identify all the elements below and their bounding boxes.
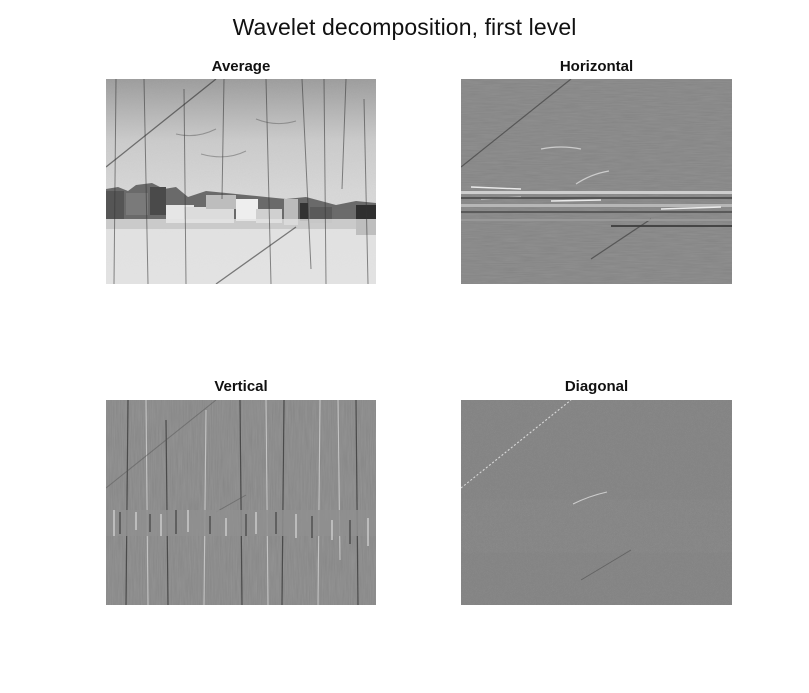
panel-title-diagonal: Diagonal xyxy=(564,378,629,395)
average-image xyxy=(106,79,376,284)
panel-title-vertical: Vertical xyxy=(214,378,268,395)
panel-title-average: Average xyxy=(211,58,271,75)
figure-title: Wavelet decomposition, first level xyxy=(232,14,577,40)
horizontal-detail-image xyxy=(461,79,732,284)
panel-title-horizontal: Horizontal xyxy=(559,58,634,75)
diagonal-detail-image xyxy=(461,400,732,605)
vertical-detail-image xyxy=(106,400,376,605)
